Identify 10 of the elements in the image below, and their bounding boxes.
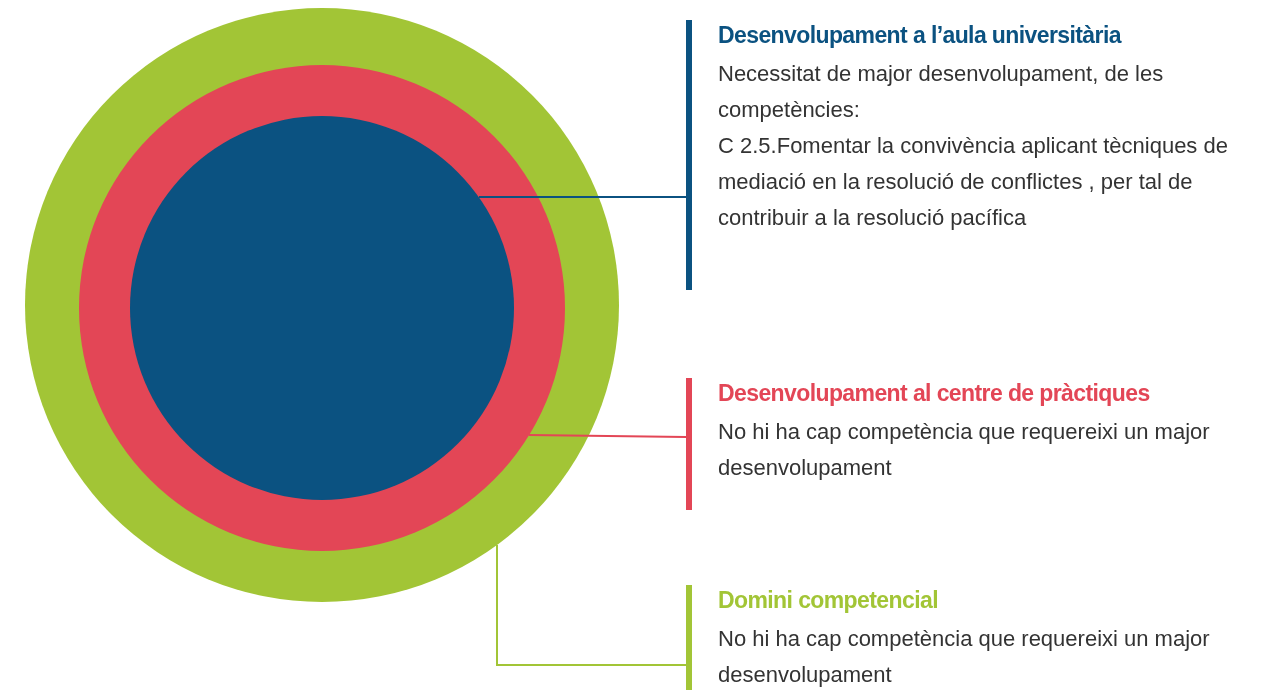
leader-line xyxy=(496,544,687,666)
heading: Desenvolupament al centre de pràctiques xyxy=(718,379,1151,408)
body-text: C 2.5.Fomentar la convivència aplicant tècniques de mediació en la resolució de conflictes , per tal de contribuir a la resolució pacífica xyxy=(718,132,1229,232)
leader-line xyxy=(528,434,687,438)
heading: Domini competencial xyxy=(718,586,939,615)
body-text: No hi ha cap competència que requereixi un major desenvolupament xyxy=(718,418,1211,482)
body-text: No hi ha cap competència que requereixi un major desenvolupament xyxy=(718,625,1211,689)
leader-line xyxy=(478,196,687,198)
body-text: Necessitat de major desenvolupament, de les competències: xyxy=(718,60,1165,124)
heading: Desenvolupament a l’aula universitària xyxy=(718,21,1123,50)
